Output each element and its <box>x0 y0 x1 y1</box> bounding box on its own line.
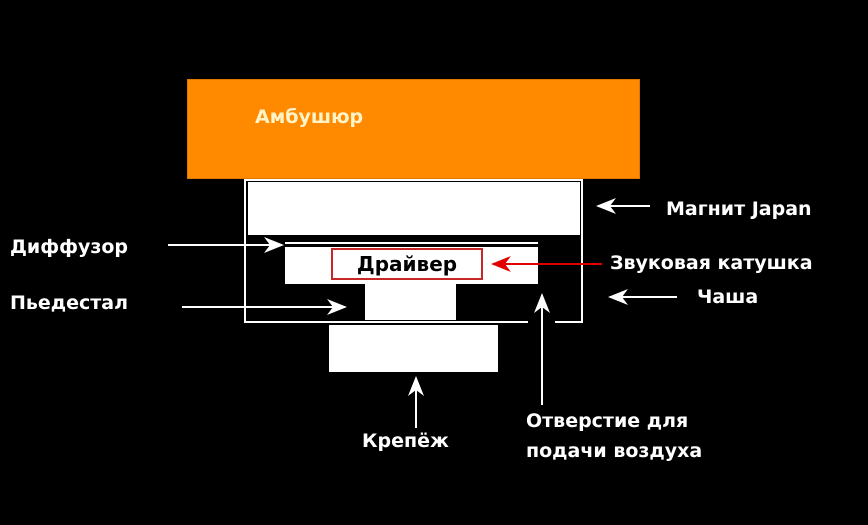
magnet-label: Магнит Japan <box>666 198 812 220</box>
voice-coil-label: Звуковая катушка <box>610 252 813 274</box>
earpad-block: Амбушюр <box>187 79 640 179</box>
driver-label-box: Драйвер <box>331 248 483 280</box>
air-hole-label-line2: подачи воздуха <box>526 440 703 462</box>
cup-outline <box>244 179 583 323</box>
cup-label: Чаша <box>697 286 759 308</box>
diffuser-line <box>285 242 538 244</box>
pedestal-label: Пьедестал <box>10 292 129 314</box>
mount-label: Крепёж <box>362 430 449 452</box>
mount-block <box>329 325 498 372</box>
earpad-label: Амбушюр <box>255 106 364 128</box>
air-hole-label-line1: Отверстие для <box>526 410 689 432</box>
diffuser-label: Диффузор <box>10 236 129 258</box>
pedestal-block <box>365 284 456 320</box>
magnet-block <box>248 182 580 235</box>
